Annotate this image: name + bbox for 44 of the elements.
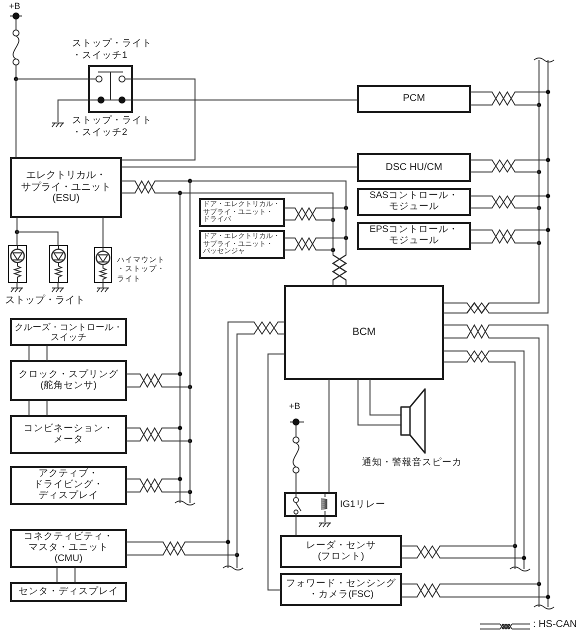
component-label: ストップ・ライト・スイッチ2	[72, 115, 153, 139]
wire	[102, 218, 104, 248]
control-unit-box: EPSコントロール・モジュール	[357, 222, 471, 250]
terminal-label: +B	[9, 1, 20, 12]
control-unit-box: DSC HU/CM	[357, 153, 471, 182]
wire	[28, 400, 30, 416]
control-unit-box: フォワード・センシング・カメラ(FSC)	[280, 573, 402, 606]
wire	[358, 380, 402, 426]
twisted-pair-wire	[444, 229, 540, 314]
twisted-pair-wire	[284, 237, 347, 286]
wire	[122, 166, 358, 168]
control-unit-box: SASコントロール・モジュール	[357, 188, 471, 216]
control-unit-box: クロック・スプリング(舵角センサ)	[10, 360, 127, 401]
wire	[268, 354, 284, 590]
wire	[16, 78, 88, 158]
switch-symbol	[88, 65, 133, 113]
terminal-label: ストップ・ライト	[5, 295, 85, 308]
control-unit-box: クルーズ・コントロール・スイッチ	[10, 318, 127, 346]
control-unit-box: コネクティビティ・マスタ・ユニット(CMU)	[10, 529, 127, 568]
lamp-symbol	[94, 247, 112, 283]
wire	[56, 568, 58, 582]
component-label: 通知・警報音スピーカ	[362, 457, 463, 469]
relay-symbol	[284, 492, 337, 517]
twisted-pair-wire	[402, 324, 540, 598]
terminal-label: +B	[289, 401, 300, 412]
legend-label: : HS-CAN	[533, 619, 577, 632]
lamp-symbol	[49, 245, 68, 283]
twisted-pair-wire	[126, 321, 284, 556]
control-unit-box: アクティブ・ドライビング・ディスプレイ	[10, 466, 127, 505]
control-unit-box: PCM	[357, 85, 471, 113]
control-unit-box: レーダ・センサ(フロント)	[280, 535, 402, 568]
component-label: ストップ・ライト・スイッチ1	[72, 38, 153, 62]
control-unit-box: エレクトリカル・サプライ・ユニット(ESU)	[10, 157, 122, 218]
control-unit-box: センタ・ディスプレイ	[10, 582, 127, 602]
wire	[122, 78, 196, 160]
lamp-symbol	[8, 245, 27, 283]
wire	[28, 346, 30, 360]
twisted-pair-wire	[402, 350, 516, 559]
twisted-pair-wire	[126, 180, 347, 494]
control-unit-box: コンビネーション・メータ	[10, 415, 127, 454]
speaker-symbol	[400, 387, 426, 455]
component-label: IG1リレー	[340, 499, 386, 511]
wire	[328, 380, 330, 492]
control-unit-box: BCM	[284, 285, 444, 380]
